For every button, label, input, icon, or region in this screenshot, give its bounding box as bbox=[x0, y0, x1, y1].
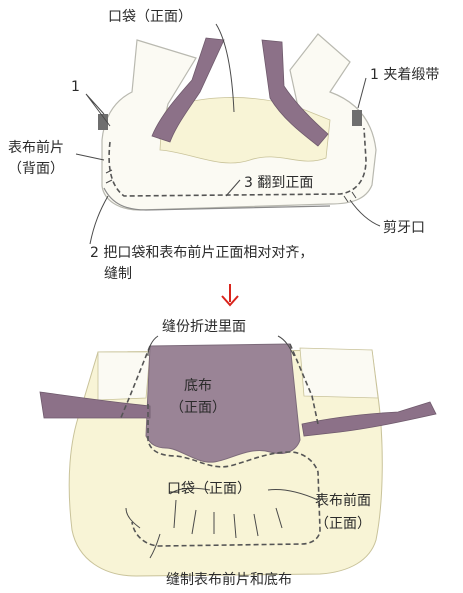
label-outer-front-back-2: （背面） bbox=[8, 161, 64, 177]
label-turn-right-side: 3 翻到正面 bbox=[244, 175, 313, 191]
label-clip-ribbon: 1 夹着缎带 bbox=[370, 67, 439, 83]
label-num-1-left: 1 bbox=[71, 79, 80, 95]
label-fold-allowance: 缝份折进里面 bbox=[162, 319, 246, 335]
label-pocket-top: 口袋（正面） bbox=[108, 9, 192, 25]
label-outer-front-back-1: 表布前片 bbox=[8, 139, 64, 156]
label-outer-front-front-1: 表布前面 bbox=[315, 492, 371, 509]
label-notch: 剪牙口 bbox=[383, 220, 425, 236]
down-arrow-icon bbox=[222, 284, 238, 305]
label-step2-line2: 缝制 bbox=[104, 266, 132, 282]
bottom-illustration bbox=[40, 344, 436, 576]
ribbon-clip-right bbox=[352, 110, 362, 126]
label-bottom-cloth-1: 底布 bbox=[184, 378, 212, 394]
label-step2-line1: 2 把口袋和表布前片正面相对对齐， bbox=[90, 244, 313, 261]
label-bottom-cloth-2: （正面） bbox=[170, 400, 226, 416]
label-sew-caption: 缝制表布前片和底布 bbox=[166, 571, 292, 588]
label-outer-front-front-2: （正面） bbox=[315, 516, 371, 532]
label-pocket-bottom: 口袋（正面） bbox=[167, 481, 251, 497]
